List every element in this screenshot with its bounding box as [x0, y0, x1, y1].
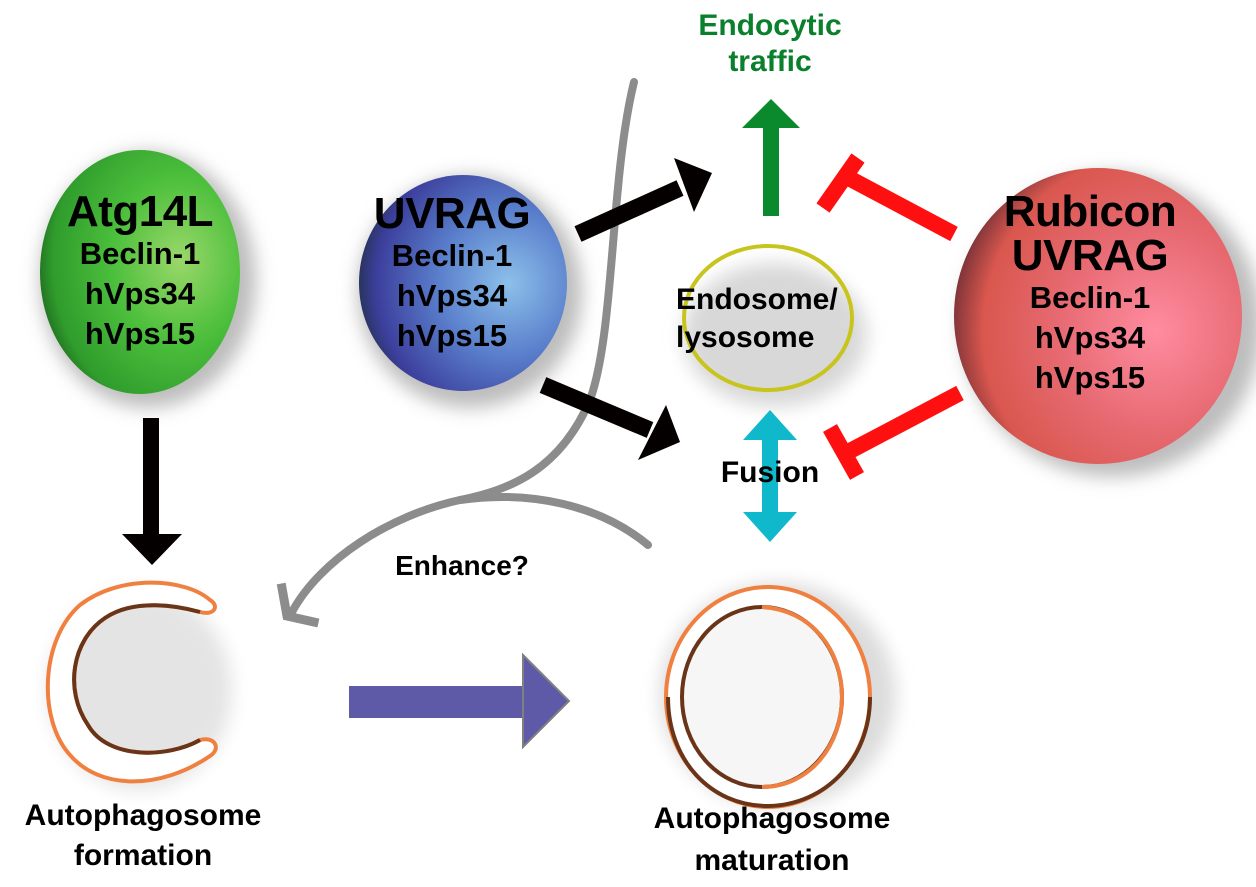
uvrag-complex-title: UVRAG	[373, 189, 531, 238]
endosome-line: Endosome/	[676, 283, 838, 316]
rubicon-member-beclin1: Beclin-1	[1029, 280, 1151, 315]
atg14l-complex-node	[40, 150, 240, 394]
rubicon-member-hvps34: hVps34	[1034, 320, 1146, 355]
endosome-lysosome-membrane	[682, 244, 854, 392]
uvrag-to-traffic-arrow-shaft	[574, 180, 684, 242]
uvrag-member-hvps34: hVps34	[396, 278, 508, 313]
endosome-lysosome-label: Endosome/ lysosome	[660, 281, 896, 357]
rubicon-inhibits-traffic-line	[839, 167, 958, 242]
endocytic-arrow-shaft	[763, 128, 779, 216]
fusion-arrow-head-up	[743, 410, 797, 440]
endocytic-arrow-head	[742, 99, 800, 128]
atg14l-arrow-shaft	[143, 418, 159, 536]
rubicon-complex-uvrag: UVRAG	[1011, 231, 1169, 280]
uvrag-to-fusion-arrow-head	[638, 405, 680, 460]
enhance-arrowhead	[276, 582, 320, 628]
endosome-shadow	[683, 263, 867, 407]
endocytic-traffic-line2: traffic	[728, 45, 812, 78]
enhance-curve-lower	[456, 493, 652, 549]
rubicon-inhibits-fusion-line	[844, 385, 964, 460]
formation-line1: Autophagosome	[24, 799, 262, 832]
rubicon-complex-label: Rubicon UVRAG Beclin-1 hVps34 hVps15	[970, 190, 1210, 398]
autophagosome-icon	[664, 585, 872, 809]
maturation-line1: Autophagosome	[653, 802, 891, 835]
uvrag-to-fusion-arrow-shaft	[539, 377, 654, 438]
uvrag-to-traffic-arrow-head	[674, 158, 712, 212]
atg14l-complex-label: Atg14L Beclin-1 hVps34 hVps15	[40, 190, 240, 354]
rubicon-complex-node	[954, 168, 1242, 464]
fusion-label: Fusion	[720, 456, 820, 489]
uvrag-member-hvps15: hVps15	[396, 318, 508, 353]
atg14l-member-beclin1: Beclin-1	[79, 236, 201, 271]
lysosome-line: lysosome	[676, 321, 815, 354]
autophagosome-formation-label: Autophagosome formation	[0, 796, 286, 876]
uvrag-member-beclin1: Beclin-1	[391, 238, 513, 273]
fusion-arrow-shaft	[762, 438, 778, 514]
uvrag-complex-label: UVRAG Beclin-1 hVps34 hVps15	[352, 192, 552, 356]
rubicon-inhibits-traffic-bar	[816, 153, 865, 213]
atg14l-arrow-head	[122, 534, 182, 565]
rubicon-inhibits-fusion-bar	[823, 424, 864, 480]
isolation-membrane-icon	[45, 580, 218, 784]
endocytic-traffic-line1: Endocytic	[698, 9, 842, 42]
progression-arrow-shaft	[349, 686, 525, 718]
uvrag-complex-node	[359, 175, 567, 391]
enhance-label: Enhance?	[395, 550, 529, 581]
autophagosome-maturation-label: Autophagosome maturation	[622, 798, 922, 882]
fusion-arrow-head-down	[743, 512, 797, 542]
progression-arrow-head	[522, 652, 571, 750]
atg14l-member-hvps15: hVps15	[84, 316, 196, 351]
atg14l-complex-title: Atg14L	[66, 187, 214, 236]
maturation-line2: maturation	[694, 844, 850, 877]
rubicon-complex-title: Rubicon	[1003, 187, 1177, 236]
atg14l-member-hvps34: hVps34	[84, 276, 196, 311]
formation-line2: formation	[73, 839, 213, 872]
endocytic-traffic-label: Endocytic traffic	[650, 8, 890, 80]
rubicon-member-hvps15: hVps15	[1034, 360, 1146, 395]
